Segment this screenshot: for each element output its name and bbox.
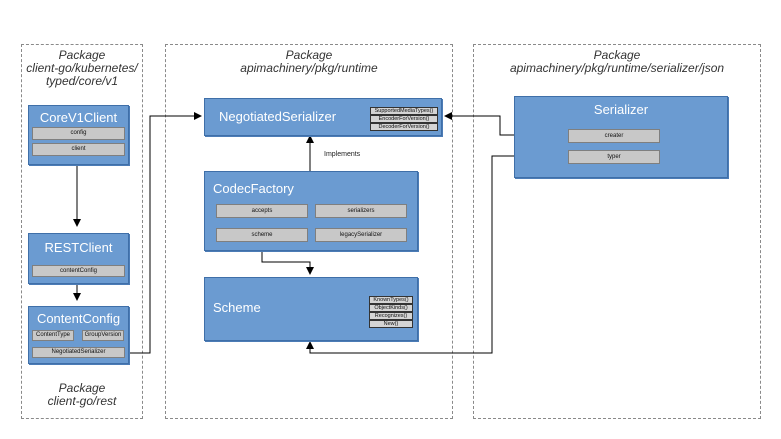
package-client-rest-label: Package client-go/rest (21, 382, 143, 408)
serializer-field-creater: creater (568, 129, 660, 143)
method-new: New() (369, 320, 413, 328)
package-path: apimachinery/pkg/runtime/serializer/json (509, 61, 725, 75)
package-json-border (473, 44, 761, 419)
codecfactory-field-legacyserializer: legacySerializer (315, 228, 407, 242)
scheme-box[interactable]: Scheme KnownTypes() ObjectKinds() Recogn… (204, 277, 418, 341)
method-recognizes: Recognizes() (369, 312, 413, 320)
corev1client-field-client: client (32, 143, 125, 156)
contentconfig-field-negotiatedserializer: NegotiatedSerializer (32, 347, 125, 358)
method-supportedmediatypes: SupportedMediaTypes() (370, 107, 438, 115)
package-keyword: Package (58, 381, 106, 395)
codecfactory-box[interactable]: CodecFactory accepts serializers scheme … (204, 171, 418, 251)
package-keyword: Package (593, 48, 641, 62)
method-objectkinds: ObjectKinds() (369, 304, 413, 312)
package-path: apimachinery/pkg/runtime (240, 61, 378, 75)
package-runtime-label: Package apimachinery/pkg/runtime (165, 49, 453, 75)
codecfactory-title: CodecFactory (213, 181, 294, 196)
codecfactory-field-scheme: scheme (216, 228, 308, 242)
serializer-box[interactable]: Serializer creater typer (514, 96, 728, 178)
package-client-typed-label: Package client-go/kubernetes/ typed/core… (21, 49, 143, 88)
serializer-title: Serializer (593, 102, 649, 117)
corev1client-field-config: config (32, 127, 125, 140)
restclient-field-contentconfig: contentConfig (32, 265, 125, 277)
package-path-line1: client-go/kubernetes/ (26, 61, 138, 75)
corev1client-box[interactable]: CoreV1Client config client (28, 105, 129, 165)
implements-label: Implements (324, 151, 361, 158)
method-decoderforversion: DecoderForVersion() (370, 123, 438, 131)
negotiatedserializer-box[interactable]: NegotiatedSerializer SupportedMediaTypes… (204, 98, 442, 136)
package-keyword: Package (285, 48, 333, 62)
restclient-title: RESTClient (44, 240, 113, 255)
arrow-contentconfig-to-negotiated (124, 112, 202, 354)
codecfactory-field-serializers: serializers (315, 204, 407, 218)
arrow-codecfactory-scheme-to-scheme (261, 241, 314, 275)
method-knowntypes: KnownTypes() (369, 296, 413, 304)
package-json-label: Package apimachinery/pkg/runtime/seriali… (473, 49, 761, 75)
negotiatedserializer-title: NegotiatedSerializer (219, 109, 337, 124)
package-client-border (21, 44, 143, 419)
serializer-field-typer: typer (568, 150, 660, 164)
package-keyword: Package (58, 48, 106, 62)
contentconfig-box[interactable]: ContentConfig ContentType GroupVersion N… (28, 306, 129, 364)
package-runtime-border (165, 44, 453, 419)
restclient-box[interactable]: RESTClient contentConfig (28, 233, 129, 284)
contentconfig-field-groupversion: GroupVersion (82, 330, 124, 341)
corev1client-title: CoreV1Client (39, 110, 118, 125)
contentconfig-title: ContentConfig (36, 311, 121, 326)
contentconfig-field-contenttype: ContentType (32, 330, 74, 341)
method-encoderforversion: EncoderForVersion() (370, 115, 438, 123)
codecfactory-field-accepts: accepts (216, 204, 308, 218)
package-path: client-go/rest (47, 394, 117, 408)
scheme-title: Scheme (213, 300, 261, 315)
package-path-line2: typed/core/v1 (45, 74, 119, 88)
